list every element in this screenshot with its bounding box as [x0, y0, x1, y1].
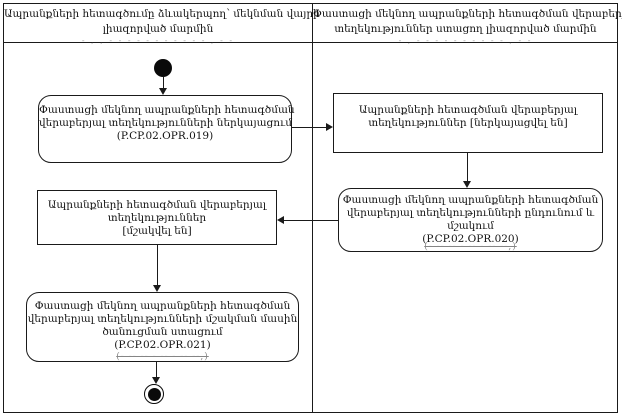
node-text-line: Ապրանքների հետագծման վերաբերյալ — [47, 199, 267, 211]
arrow-020-to-processed-state — [284, 220, 338, 221]
strike-artifact: - , , - - - - - - - - - - - , - - — [81, 36, 235, 45]
arrow-processed-to-021 — [157, 245, 158, 286]
arrowhead-down-icon — [463, 181, 471, 188]
lane-header-departure-authority: Ապրանքների հետագծումը ձևակերպող՝ մեկնման… — [4, 7, 320, 45]
strike-artifact: - , - - - - - - - - - - , - - — [398, 36, 533, 45]
arrow-019-to-submitted-state — [292, 127, 327, 128]
arrowhead-left-icon — [277, 216, 284, 224]
strike-artifact: (- -- -- - -- - -- --,) — [424, 242, 517, 252]
node-text-line: (P.CP.02.OPR.021) — [114, 339, 211, 351]
strike-artifact: (- -- -- - -- - -- --,) — [116, 352, 209, 362]
header-separator — [3, 42, 618, 43]
arrow-start-to-019 — [163, 77, 164, 89]
arrow-submitted-to-020 — [467, 153, 468, 182]
node-text-line: [մշակվել են] — [122, 225, 192, 237]
lane-title-line: Փաստացի մեկնող ապրանքների հետագծման վերա… — [313, 8, 622, 20]
arrowhead-down-icon — [159, 88, 167, 95]
diagram-outer-frame — [3, 3, 618, 413]
lane-title-line: տեղեկություններ ստացող լիազորված մարմին — [334, 23, 597, 35]
node-text-line: վերաբերյալ տեղեկությունների մշակման մասի… — [27, 313, 298, 325]
node-text-line: (P.CP.02.OPR.020) — [422, 233, 519, 245]
node-text-line: վերաբերյալ տեղեկությունների ընդունում և — [346, 207, 595, 219]
arrowhead-right-icon — [326, 123, 333, 131]
lane-header-receiving-authority: Փաստացի մեկնող ապրանքների հետագծման վերա… — [313, 7, 622, 45]
node-text-line: վերաբերյալ տեղեկությունների ներկայացում — [39, 117, 292, 129]
swimlane-divider — [312, 3, 313, 413]
state-tracking-info-submitted: Ապրանքների հետագծման վերաբերյալ տեղեկութ… — [333, 93, 603, 153]
node-text-line: տեղեկություններ — [107, 212, 207, 224]
lane-title-line: Ապրանքների հետագծումը ձևակերպող՝ մեկնման… — [4, 8, 320, 20]
arrowhead-down-icon — [153, 285, 161, 292]
final-node-core — [147, 387, 161, 401]
node-text-line: Փաստացի մեկնող ապրանքների հետագծման — [342, 194, 599, 206]
node-text-line: ծանուցման ստացում — [102, 326, 223, 338]
node-text-line: Ապրանքների հետագծման վերաբերյալ — [358, 104, 578, 116]
arrowhead-down-icon — [152, 377, 160, 384]
state-tracking-info-processed: Ապրանքների հետագծման վերաբերյալ տեղեկութ… — [37, 190, 277, 245]
node-text-line: Փաստացի մեկնող ապրանքների հետագծման — [34, 300, 291, 312]
final-node — [144, 384, 164, 404]
action-submit-tracking-info-019: Փաստացի մեկնող ապրանքների հետագծման վերա… — [38, 95, 295, 163]
node-text-line: Փաստացի մեկնող ապրանքների հետագծման — [39, 104, 295, 116]
lane-title-line: լիազորված մարմին — [102, 23, 214, 35]
node-text-line: (P.CP.02.OPR.019) — [116, 130, 214, 142]
action-receive-notification-021: Փաստացի մեկնող ապրանքների հետագծման վերա… — [26, 292, 299, 362]
node-text-line: տեղեկություններ [ներկայացվել են] — [368, 117, 568, 129]
arrow-021-to-final — [156, 362, 157, 379]
node-text-line: մշակում — [447, 220, 494, 232]
action-receive-process-info-020: Փաստացի մեկնող ապրանքների հետագծման վերա… — [338, 188, 603, 252]
start-node — [154, 59, 172, 77]
